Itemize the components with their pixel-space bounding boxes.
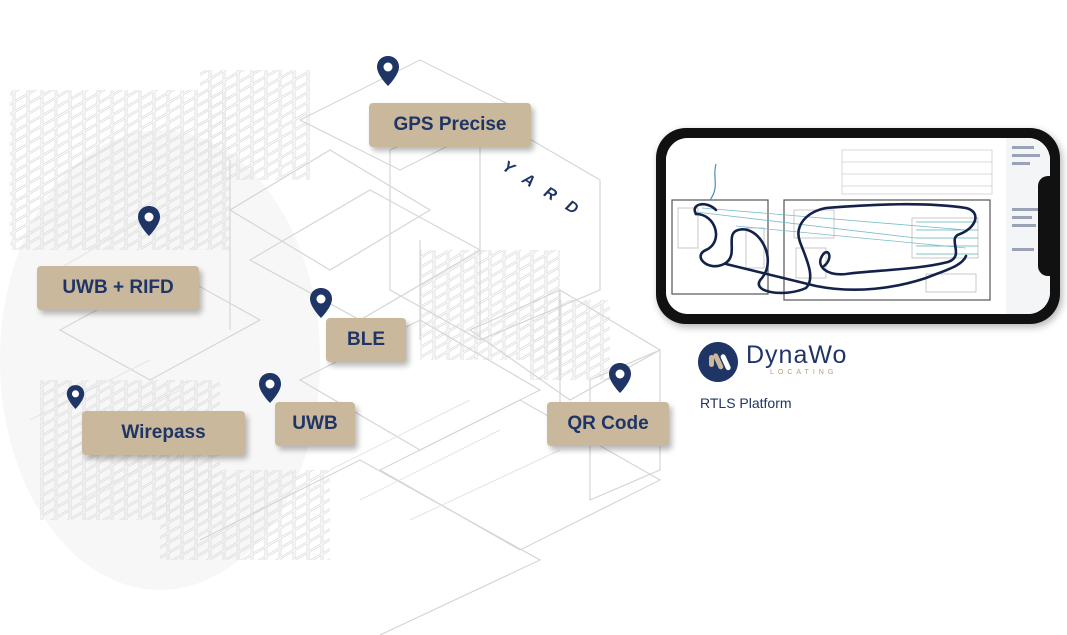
map-pin-icon	[609, 363, 631, 393]
map-pin-icon	[310, 288, 332, 318]
uwb-rifd-label: UWB + RIFD	[37, 266, 199, 310]
phone-screen	[666, 138, 1050, 314]
gps-precise-label: GPS Precise	[369, 103, 531, 147]
ble-label: BLE	[326, 318, 406, 362]
wirepass-label: Wirepass	[82, 411, 245, 455]
dynawo-logo: DynaWo LOCATING	[698, 340, 858, 386]
platform-caption: RTLS Platform	[700, 395, 792, 411]
map-pin-icon	[377, 56, 399, 86]
brand-name: DynaWo	[746, 341, 848, 369]
brand-tagline: LOCATING	[770, 369, 838, 376]
map-pin-icon	[259, 373, 281, 403]
uwb-label: UWB	[275, 402, 355, 446]
phone-side-bar	[1038, 176, 1058, 276]
map-pin-icon	[138, 206, 160, 236]
qr-code-label: QR Code	[547, 402, 669, 446]
rtls-floor-plan	[666, 138, 1050, 314]
dynawo-logo-icon	[698, 342, 738, 382]
phone-mockup	[656, 128, 1060, 324]
map-pin-icon	[66, 385, 85, 409]
